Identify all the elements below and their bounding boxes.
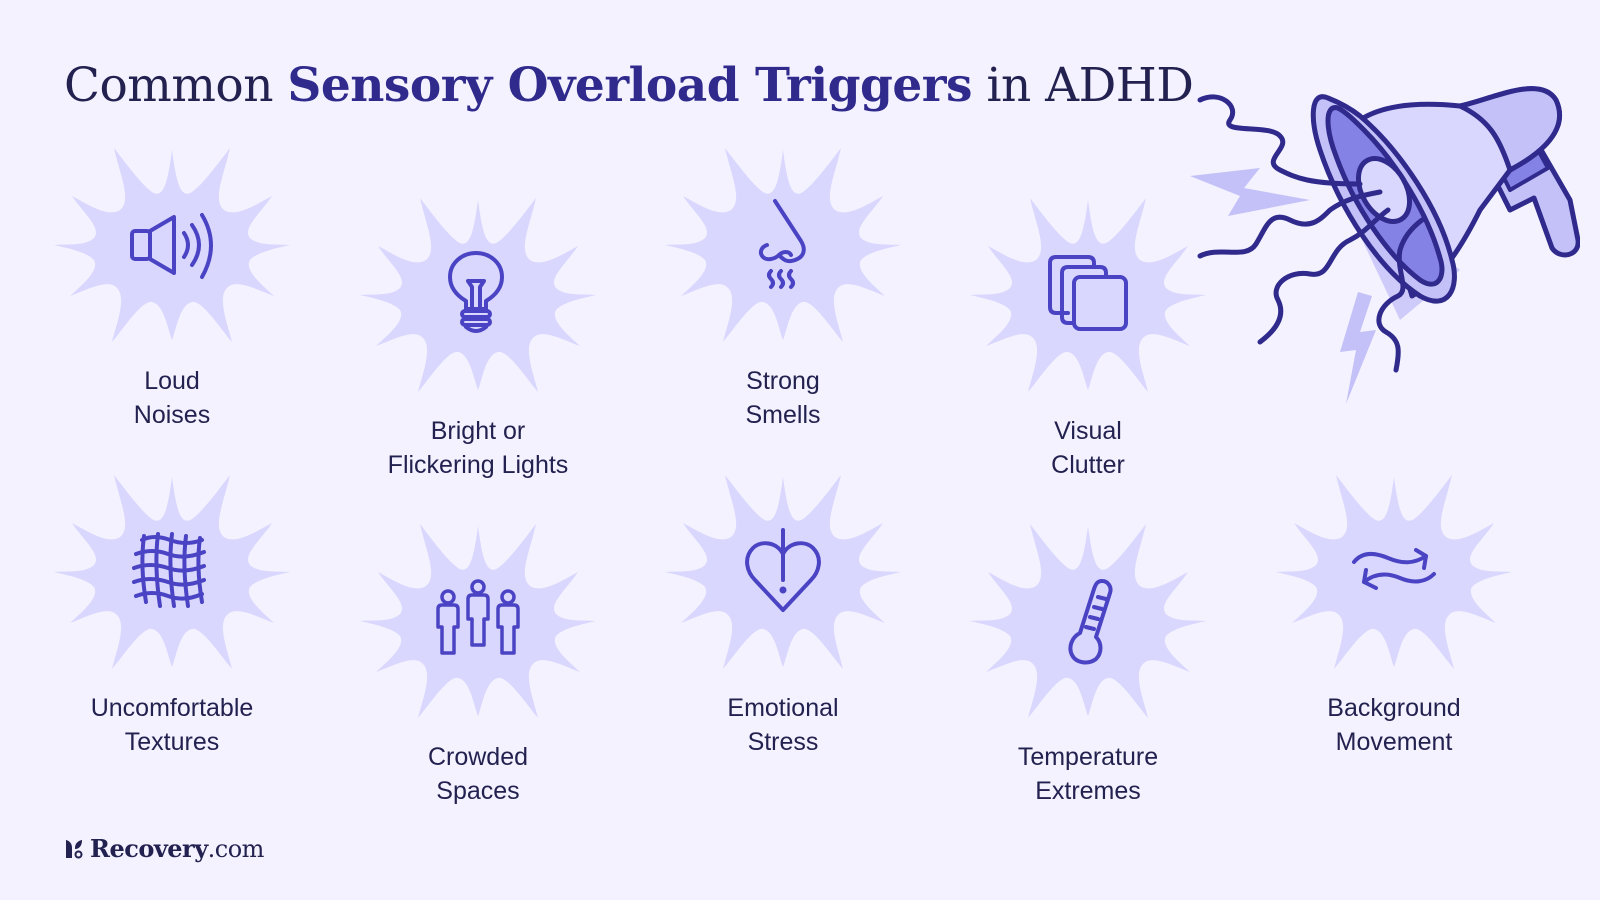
trigger-temperature-extremes: Temperature Extremes [968, 516, 1208, 808]
people-icon [436, 579, 520, 655]
trigger-visual-clutter: Visual Clutter [968, 190, 1208, 482]
stacked-cards-icon [1048, 255, 1128, 331]
burst-badge [663, 140, 903, 350]
trigger-label: Strong Smells [663, 364, 903, 432]
megaphone-icon [1190, 86, 1580, 404]
trigger-label: Temperature Extremes [968, 740, 1208, 808]
thermometer-icon [1068, 579, 1113, 665]
label-line-1: Bright or [430, 417, 526, 445]
lightbulb-icon [448, 251, 504, 333]
burst-badge [358, 190, 598, 400]
trigger-label: Loud Noises [52, 364, 292, 432]
title-part-1: Common [64, 58, 288, 113]
brand-name: Recovery.com [90, 834, 264, 863]
brand-name-bold: Recovery [90, 834, 208, 863]
mesh-texture-icon [132, 532, 206, 608]
label-line-2: Clutter [1051, 451, 1125, 479]
nose-icon [758, 199, 806, 289]
label-line-1: Loud [144, 367, 200, 395]
recovery-leaf-icon [66, 839, 83, 858]
wavy-arrows-icon [1352, 548, 1436, 590]
burst-badge [663, 467, 903, 677]
trigger-emotional-stress: Emotional Stress [663, 467, 903, 759]
burst-badge [52, 140, 292, 350]
label-line-1: Visual [1054, 417, 1122, 445]
brand-logo[interactable]: Recovery.com [64, 834, 264, 863]
burst-badge [1274, 467, 1514, 677]
burst-badge [52, 467, 292, 677]
label-line-2: Smells [745, 401, 821, 429]
trigger-label: Uncomfortable Textures [52, 691, 292, 759]
label-line-2: Movement [1335, 728, 1453, 756]
brand-name-suffix: .com [207, 835, 265, 863]
trigger-label: Emotional Stress [663, 691, 903, 759]
trigger-uncomfortable-textures: Uncomfortable Textures [52, 467, 292, 759]
title-part-2: in ADHD [972, 58, 1194, 113]
burst-badge [968, 516, 1208, 726]
label-line-1: Temperature [1017, 743, 1159, 771]
trigger-label: Background Movement [1274, 691, 1514, 759]
trigger-crowded-spaces: Crowded Spaces [358, 516, 598, 808]
page-title: Common Sensory Overload Triggers in ADHD [64, 58, 1194, 113]
label-line-1: Background [1327, 694, 1461, 722]
label-line-1: Uncomfortable [90, 694, 254, 722]
trigger-label: Visual Clutter [968, 414, 1208, 482]
trigger-strong-smells: Strong Smells [663, 140, 903, 432]
label-line-1: Strong [746, 367, 820, 395]
trigger-loud-noises: Loud Noises [52, 140, 292, 432]
trigger-label: Crowded Spaces [358, 740, 598, 808]
label-line-2: Extremes [1035, 777, 1141, 805]
label-line-1: Emotional [727, 694, 839, 722]
label-line-2: Noises [133, 401, 211, 429]
label-line-2: Textures [124, 728, 220, 756]
trigger-label: Bright or Flickering Lights [358, 414, 598, 482]
speaker-icon [130, 213, 213, 279]
label-line-1: Crowded [427, 743, 529, 771]
trigger-bright-lights: Bright or Flickering Lights [358, 190, 598, 482]
burst-badge [358, 516, 598, 726]
label-line-2: Stress [747, 728, 819, 756]
label-line-2: Flickering Lights [387, 451, 569, 479]
label-line-2: Spaces [436, 777, 520, 805]
lightning-bolt-icon [1340, 292, 1376, 404]
title-accent: Sensory Overload Triggers [287, 58, 972, 113]
trigger-background-movement: Background Movement [1274, 467, 1514, 759]
burst-badge [968, 190, 1208, 400]
lightning-bolt-icon [1190, 168, 1310, 216]
heart-alert-icon [745, 528, 821, 612]
